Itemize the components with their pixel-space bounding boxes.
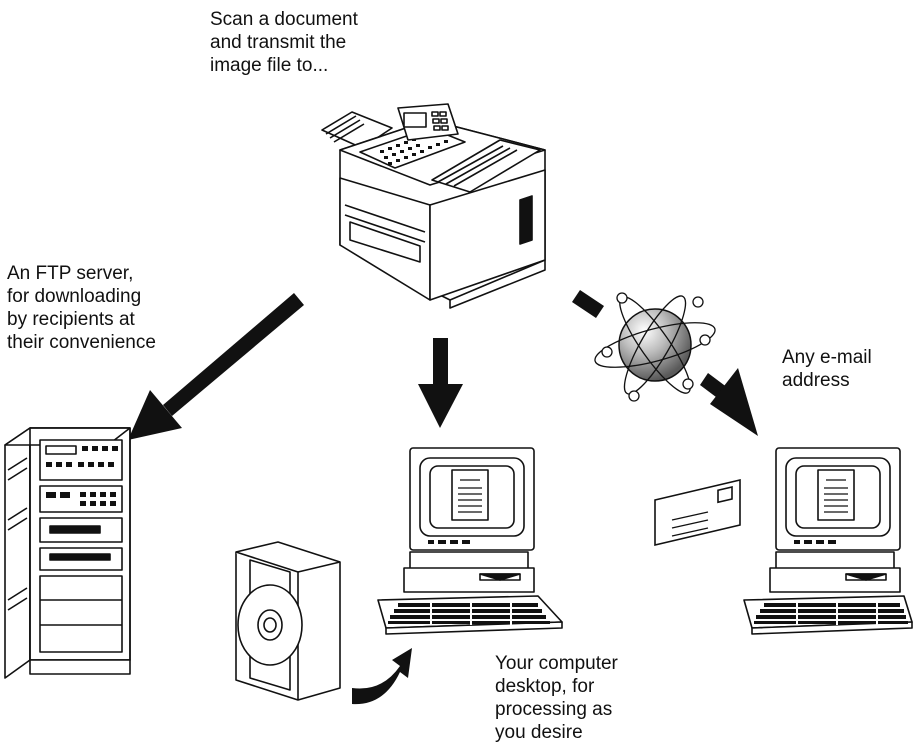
- keyboard-keys: [388, 603, 550, 624]
- cd-case-icon: [235, 541, 341, 701]
- caption-email-address: Any e-mail address: [782, 347, 872, 391]
- caption-scan-document: Scan a document and transmit the image f…: [210, 9, 358, 76]
- scanner-fax-machine-icon: [321, 103, 546, 309]
- envelope-icon: [654, 478, 741, 547]
- caption-ftp-server: An FTP server, for downloading by recipi…: [7, 263, 156, 353]
- desktop-computer-icon: [377, 447, 563, 635]
- arrow-to-desktop: [418, 338, 463, 428]
- email-computer-icon: [743, 447, 913, 635]
- arrow-to-email: [572, 290, 758, 436]
- globe-network-icon: [594, 292, 716, 402]
- ftp-server-tower-icon: [4, 427, 131, 679]
- caption-computer-desktop: Your computer desktop, for processing as…: [495, 653, 618, 743]
- cd-to-computer-arrow: [352, 648, 412, 705]
- arrow-to-ftp-server: [128, 293, 304, 440]
